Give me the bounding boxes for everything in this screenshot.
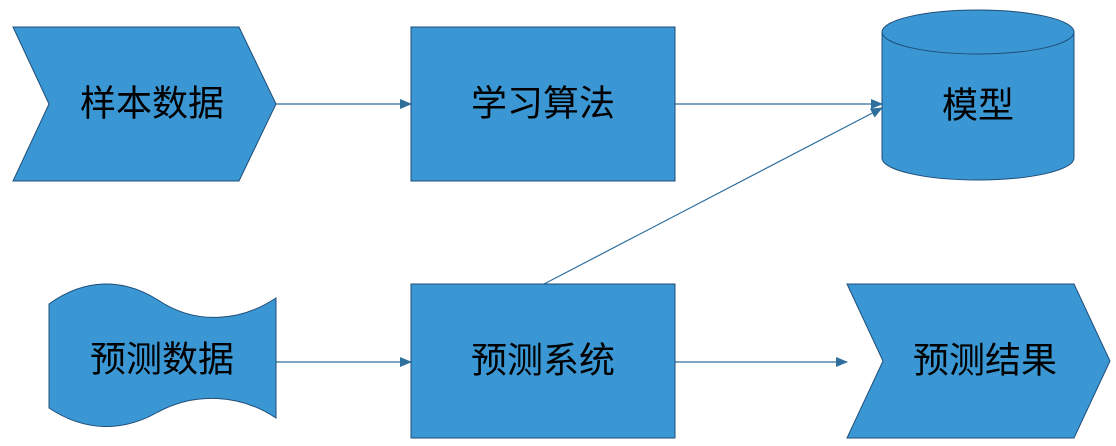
wave-document-shape [48, 283, 277, 427]
chevron-shape [846, 283, 1111, 439]
rectangle-shape [410, 283, 676, 439]
node-label-model: 模型 [942, 86, 1014, 127]
node-label-prediction-result: 预测结果 [913, 341, 1057, 382]
node-prediction-system[interactable]: 预测系统 [410, 283, 676, 439]
node-sample-data[interactable]: 样本数据 [12, 26, 277, 182]
edge-prediction-system-to-model [543, 107, 883, 285]
node-prediction-data[interactable]: 预测数据 [48, 283, 277, 427]
node-model[interactable]: 模型 [881, 9, 1075, 181]
rectangle-shape [410, 26, 676, 182]
edges [276, 99, 883, 367]
node-label-prediction-data: 预测数据 [90, 340, 234, 381]
node-learning-algorithm[interactable]: 学习算法 [410, 26, 676, 182]
cylinder-top-shape [881, 9, 1075, 55]
node-label-prediction-system: 预测系统 [471, 341, 615, 382]
chevron-shape [12, 26, 277, 182]
node-label-learning-algorithm: 学习算法 [471, 84, 615, 125]
cylinder-body-shape [881, 31, 1075, 181]
node-prediction-result[interactable]: 预测结果 [846, 283, 1111, 439]
node-label-sample-data: 样本数据 [80, 84, 224, 125]
